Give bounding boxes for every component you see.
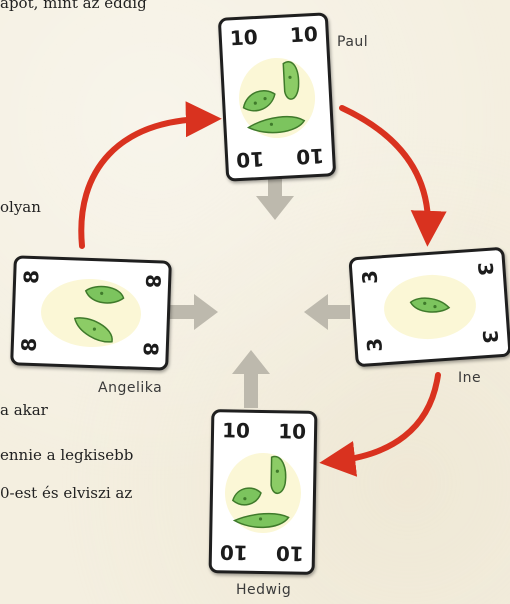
gray-arrow-icon <box>304 294 350 330</box>
red-curved-arrow-icon <box>81 119 205 246</box>
card-value: 8 <box>21 270 41 285</box>
card-value: 3 <box>475 261 496 276</box>
player-name-hedwig: Hedwig <box>236 582 291 598</box>
gray-arrow-icon <box>168 294 218 330</box>
card-paul: 10 10 10 10 <box>218 12 336 182</box>
card-value: 8 <box>141 342 161 357</box>
red-curved-arrow-icon <box>342 108 428 230</box>
card-value: 3 <box>359 269 380 284</box>
card-value: 10 <box>236 149 265 170</box>
card-value: 8 <box>19 338 39 353</box>
card-angelika: 8 8 8 8 <box>10 255 172 370</box>
card-value: 10 <box>278 421 306 441</box>
card-value: 10 <box>229 27 258 48</box>
card-value: 10 <box>289 24 318 45</box>
red-curved-arrow-icon <box>336 375 438 461</box>
card-value: 10 <box>296 146 325 167</box>
card-hedwig: 10 10 10 10 <box>209 409 318 575</box>
card-ine: 3 3 3 3 <box>348 247 510 368</box>
player-name-paul: Paul <box>337 34 368 50</box>
card-value: 10 <box>222 420 250 440</box>
player-name-angelika: Angelika <box>98 380 162 396</box>
card-value: 3 <box>364 337 385 352</box>
gray-arrow-icon <box>232 350 270 408</box>
card-value: 10 <box>276 543 304 563</box>
player-name-ine: Ine <box>458 370 481 386</box>
card-value: 10 <box>220 542 248 562</box>
card-value: 8 <box>143 274 163 289</box>
gray-arrow-icon <box>256 178 294 220</box>
card-value: 3 <box>480 329 501 344</box>
